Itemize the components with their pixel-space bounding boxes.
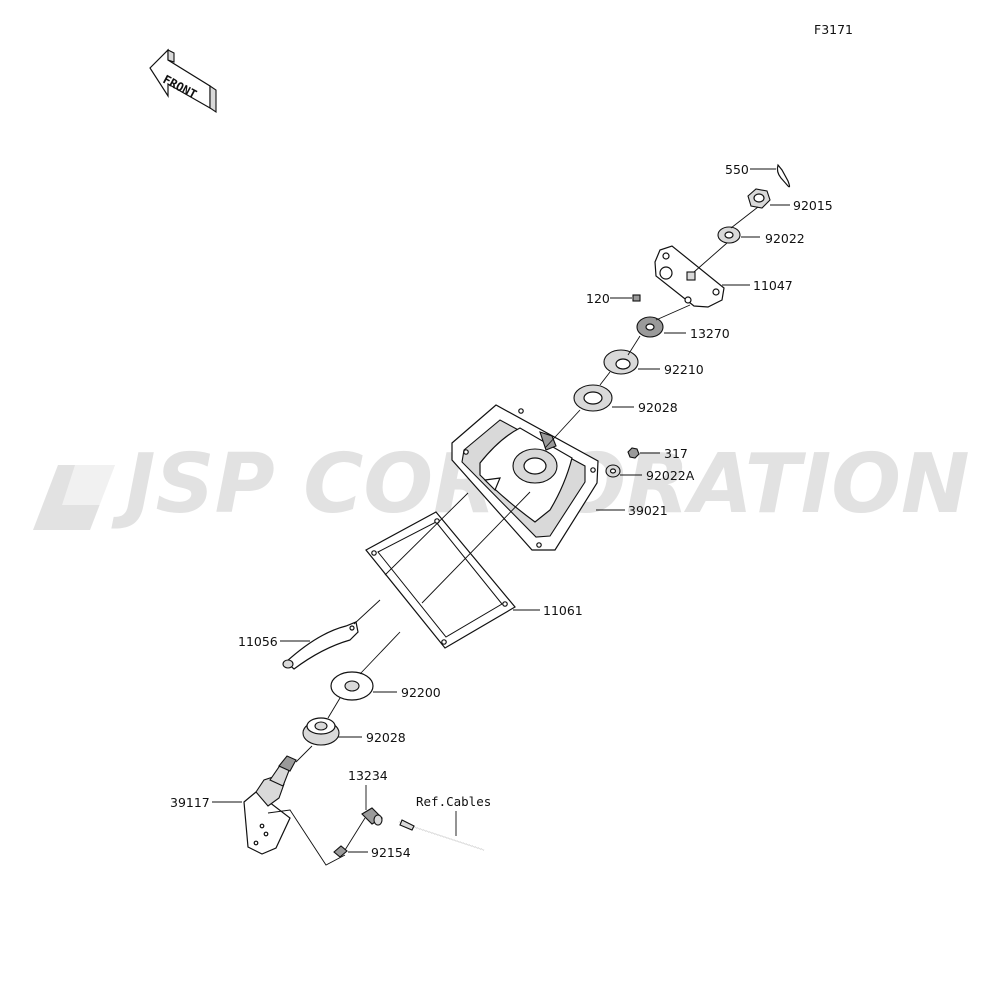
label-11061: 11061 bbox=[543, 603, 583, 618]
nut-317 bbox=[627, 447, 640, 459]
gasket-11061 bbox=[365, 511, 516, 649]
label-39117: 39117 bbox=[170, 795, 210, 810]
washer-92022 bbox=[717, 226, 741, 244]
leader-lines bbox=[212, 168, 790, 866]
bushing-92028-upper bbox=[573, 384, 613, 412]
bracket-11047 bbox=[654, 245, 725, 308]
label-92015: 92015 bbox=[793, 198, 833, 213]
housing-39021 bbox=[451, 404, 599, 551]
collar-92210 bbox=[603, 349, 639, 375]
nut-92015 bbox=[747, 188, 771, 209]
front-arrow-badge: FRONT bbox=[149, 48, 217, 114]
label-39021: 39021 bbox=[628, 503, 668, 518]
cable-ref bbox=[398, 819, 485, 851]
label-13234: 13234 bbox=[348, 768, 388, 783]
label-92210: 92210 bbox=[664, 362, 704, 377]
label-92028-lower: 92028 bbox=[366, 730, 406, 745]
stay-11056 bbox=[282, 621, 359, 670]
label-13270: 13270 bbox=[690, 326, 730, 341]
label-11047: 11047 bbox=[753, 278, 793, 293]
figure-code: F3171 bbox=[814, 22, 853, 37]
washer-92200 bbox=[330, 671, 374, 701]
label-317: 317 bbox=[664, 446, 688, 461]
label-92200: 92200 bbox=[401, 685, 441, 700]
label-92154: 92154 bbox=[371, 845, 411, 860]
plate-13270 bbox=[636, 316, 664, 338]
bushing-92028-lower bbox=[302, 717, 340, 746]
label-120: 120 bbox=[586, 291, 610, 306]
cotter-pin-550 bbox=[776, 163, 791, 188]
label-92028-upper: 92028 bbox=[638, 400, 678, 415]
label-550: 550 bbox=[725, 162, 749, 177]
joint-13234 bbox=[361, 807, 383, 826]
bolt-120 bbox=[632, 294, 641, 302]
label-ref-cables: Ref.Cables bbox=[416, 794, 491, 809]
washer-92022a bbox=[605, 464, 621, 478]
label-11056: 11056 bbox=[238, 634, 278, 649]
label-92022: 92022 bbox=[765, 231, 805, 246]
label-92022a: 92022A bbox=[646, 468, 695, 483]
bolt-92154 bbox=[333, 845, 348, 858]
shaft-39117 bbox=[243, 755, 297, 855]
